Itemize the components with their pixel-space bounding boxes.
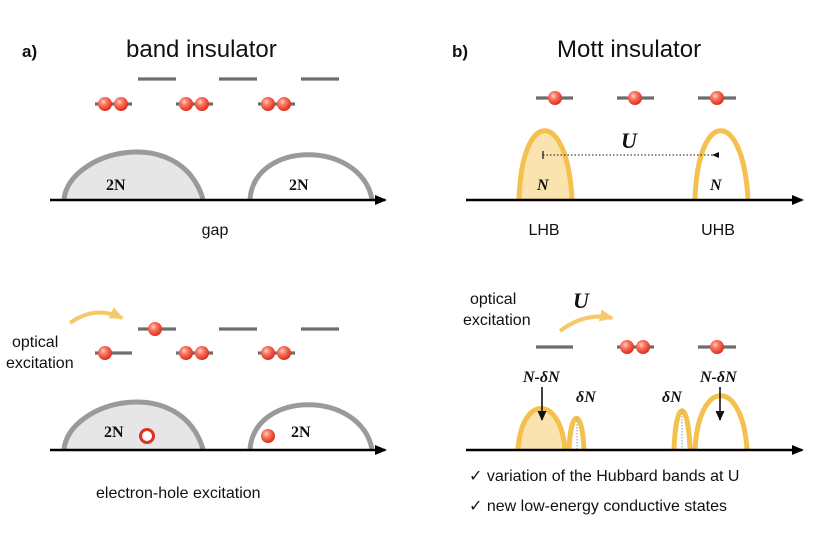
check-item: ✓ variation of the Hubbard bands at U bbox=[469, 468, 739, 485]
panel-a: a) band insulator 2N 2N gap bbox=[22, 36, 387, 239]
band-occupancy-label: 2N bbox=[291, 424, 311, 441]
hubbard-u-label: U bbox=[621, 128, 638, 153]
band-occupancy-label: 2N bbox=[289, 177, 309, 194]
electron bbox=[179, 346, 193, 360]
panel-b-excited: optical excitation U N-δN δN δN N-δN ✓ v… bbox=[463, 288, 804, 515]
electron bbox=[636, 340, 650, 354]
electron bbox=[548, 91, 562, 105]
band-weight-label: δN bbox=[662, 389, 683, 406]
panel-a-label: a) bbox=[22, 42, 37, 61]
panel-a-caption: electron-hole excitation bbox=[96, 485, 261, 502]
filled-band bbox=[61, 149, 206, 200]
band-occupancy-label: N bbox=[536, 177, 550, 194]
band-occupancy-label: N bbox=[709, 177, 723, 194]
band-weight-label: δN bbox=[576, 389, 597, 406]
upper-hubbard-band bbox=[692, 128, 751, 200]
interaction-tick bbox=[712, 152, 719, 158]
excitation-arrow bbox=[558, 309, 614, 333]
excitation-label: optical bbox=[470, 291, 516, 308]
electron bbox=[261, 429, 275, 443]
electron bbox=[114, 97, 128, 111]
excitation-arrow bbox=[68, 307, 124, 325]
panel-a-title: band insulator bbox=[126, 36, 277, 63]
band-occupancy-label: 2N bbox=[104, 424, 124, 441]
empty-band bbox=[247, 152, 375, 200]
panel-a-excited: optical excitation 2N 2N electron-hole e… bbox=[6, 307, 387, 502]
electron bbox=[277, 97, 291, 111]
electron bbox=[628, 91, 642, 105]
lhb-label: LHB bbox=[528, 222, 559, 239]
excitation-u-label: U bbox=[573, 288, 590, 313]
filled-band bbox=[61, 399, 206, 450]
electron bbox=[98, 97, 112, 111]
check-item: ✓ new low-energy conductive states bbox=[469, 498, 727, 515]
band-weight-label: N-δN bbox=[699, 369, 738, 386]
uhb-label: UHB bbox=[701, 222, 735, 239]
band-occupancy-label: 2N bbox=[106, 177, 126, 194]
electron bbox=[710, 340, 724, 354]
electron bbox=[195, 346, 209, 360]
electron bbox=[620, 340, 634, 354]
electron bbox=[277, 346, 291, 360]
electron bbox=[179, 97, 193, 111]
electron bbox=[261, 346, 275, 360]
panel-b-title: Mott insulator bbox=[557, 36, 701, 63]
panel-b: b) Mott insulator U N N LHB UHB bbox=[452, 36, 804, 239]
upper-hubbard-band bbox=[692, 393, 750, 450]
empty-band bbox=[247, 402, 375, 450]
electron bbox=[195, 97, 209, 111]
electron bbox=[261, 97, 275, 111]
lower-hubbard-band bbox=[515, 406, 568, 450]
excitation-label: optical bbox=[12, 334, 58, 351]
excitation-label: excitation bbox=[463, 312, 531, 329]
gap-label: gap bbox=[202, 222, 229, 239]
lower-hubbard-band-fill bbox=[519, 130, 572, 199]
electron bbox=[710, 91, 724, 105]
band-weight-label: N-δN bbox=[522, 369, 561, 386]
excitation-label: excitation bbox=[6, 355, 74, 372]
electron bbox=[98, 346, 112, 360]
lower-hubbard-band bbox=[516, 128, 575, 200]
hole bbox=[139, 428, 155, 444]
panel-b-label: b) bbox=[452, 42, 468, 61]
excited-electron bbox=[148, 322, 162, 336]
